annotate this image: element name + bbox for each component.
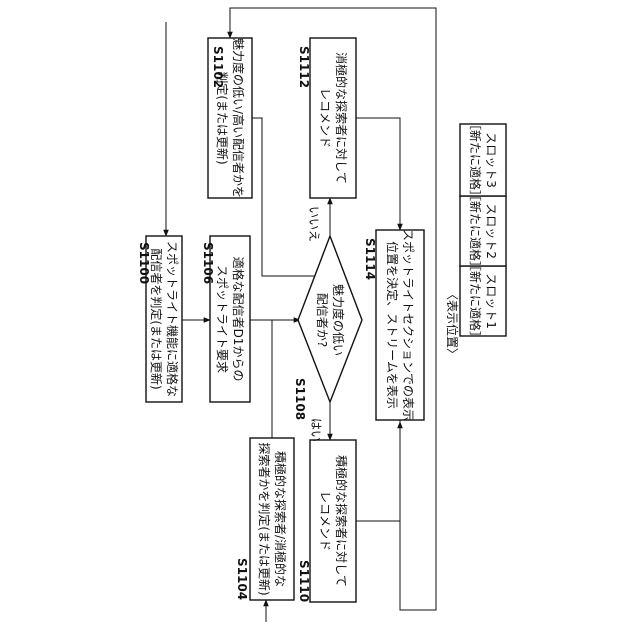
legend-slot-2-box <box>460 196 506 266</box>
step-s1112-line-2: レコメンド <box>318 88 332 148</box>
legend-slot-2-name: スロット2 <box>484 203 498 259</box>
step-s1106: 適格な配信者D1からの スポットライト要求 S1106 <box>201 236 250 402</box>
step-s1110: 積極的な探索者に対して レコメンド S1110 <box>297 440 356 602</box>
step-s1112-id: S1112 <box>297 46 311 88</box>
step-s1114: スポットライトセクションでの表示 位置を決定、ストリームを表示 S1114 <box>363 229 424 421</box>
legend-slot-3-box <box>460 124 506 196</box>
step-s1104-id: S1104 <box>235 558 249 600</box>
step-s1102-id: S1102 <box>211 46 225 88</box>
step-s1104-line-1: 積極的な探索者/消極的な <box>273 451 288 587</box>
step-s1110-box <box>310 440 356 602</box>
step-s1112-box <box>310 38 356 198</box>
step-s1110-line-1: 積極的な探索者に対して <box>334 455 349 587</box>
step-s1114-box <box>376 230 424 420</box>
legend-slot-3: スロット3 ［新たに適格］ <box>460 118 506 202</box>
legend-slot-3-note: ［新たに適格］ <box>468 118 483 202</box>
line-s1110-s1114 <box>356 422 400 521</box>
decision-s1108: 魅力度の低い 配信者か? S1108 いいえ はい <box>293 206 362 442</box>
step-s1114-line-2: 位置を決定、ストリームを表示 <box>385 241 400 409</box>
decision-s1108-line-2: 配信者か? <box>315 293 329 347</box>
legend-slot-1-name: スロット1 <box>484 273 498 329</box>
step-s1106-line-1: 適格な配信者D1からの <box>231 257 246 382</box>
step-s1100: スポットライト機能に適格な 配信者を判定(または更新) S1100 <box>137 236 182 402</box>
step-s1100-id: S1100 <box>137 242 151 284</box>
branch-yes-label: はい <box>309 418 323 442</box>
legend-title: 〈表示位置〉 <box>445 288 460 360</box>
branch-no-label: いいえ <box>307 206 321 242</box>
step-s1100-line-1: スポットライト機能に適格な <box>165 241 180 397</box>
step-s1112: 消極的な探索者に対して レコメンド S1112 <box>297 38 356 198</box>
step-s1102-line-1: 魅力度の低い/高い配信者かを <box>231 38 246 198</box>
legend-slot-1: スロット1 ［新たに適格］ <box>460 259 506 343</box>
step-s1104-line-2: 探索者かを判定(または更新) <box>257 442 272 595</box>
step-s1110-id: S1110 <box>297 560 311 602</box>
decision-s1108-id: S1108 <box>293 378 307 420</box>
legend-slot-1-box <box>460 266 506 336</box>
step-s1110-line-2: レコメンド <box>318 491 332 551</box>
line-s1112-s1114 <box>356 118 400 230</box>
step-s1106-line-2: スポットライト要求 <box>215 265 229 373</box>
display-position-legend: 〈表示位置〉 スロット1 ［新たに適格］ スロット2 ［新たに適格］ スロット3… <box>445 118 506 360</box>
step-s1112-line-1: 消極的な探索者に対して <box>334 52 349 184</box>
legend-slot-3-name: スロット3 <box>484 132 498 188</box>
step-s1104: 積極的な探索者/消極的な 探索者かを判定(または更新) S1104 <box>235 438 294 600</box>
step-s1114-id: S1114 <box>363 238 377 280</box>
step-s1114-line-1: スポットライトセクションでの表示 <box>401 229 415 421</box>
decision-s1108-line-1: 魅力度の低い <box>331 284 346 356</box>
legend-slot-2: スロット2 ［新たに適格］ <box>460 189 506 273</box>
step-s1106-id: S1106 <box>201 242 215 284</box>
step-s1102: 魅力度の低い/高い配信者かを 判定(または更新) S1102 <box>208 38 252 198</box>
